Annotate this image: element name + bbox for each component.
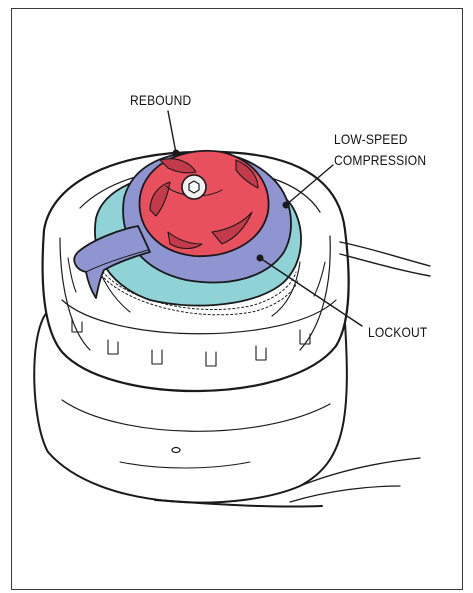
rebound-knob[interactable] — [140, 151, 269, 256]
lockout-label: LOCKOUT — [368, 322, 427, 343]
low-speed-label-line2: COMPRESSION — [334, 150, 426, 171]
hex-socket-icon[interactable] — [182, 175, 206, 199]
low-speed-label-line1: LOW-SPEED — [334, 129, 426, 150]
rebound-leader — [168, 111, 176, 153]
rebound-label: REBOUND — [130, 90, 191, 111]
low-speed-compression-label: LOW-SPEED COMPRESSION — [334, 129, 426, 171]
